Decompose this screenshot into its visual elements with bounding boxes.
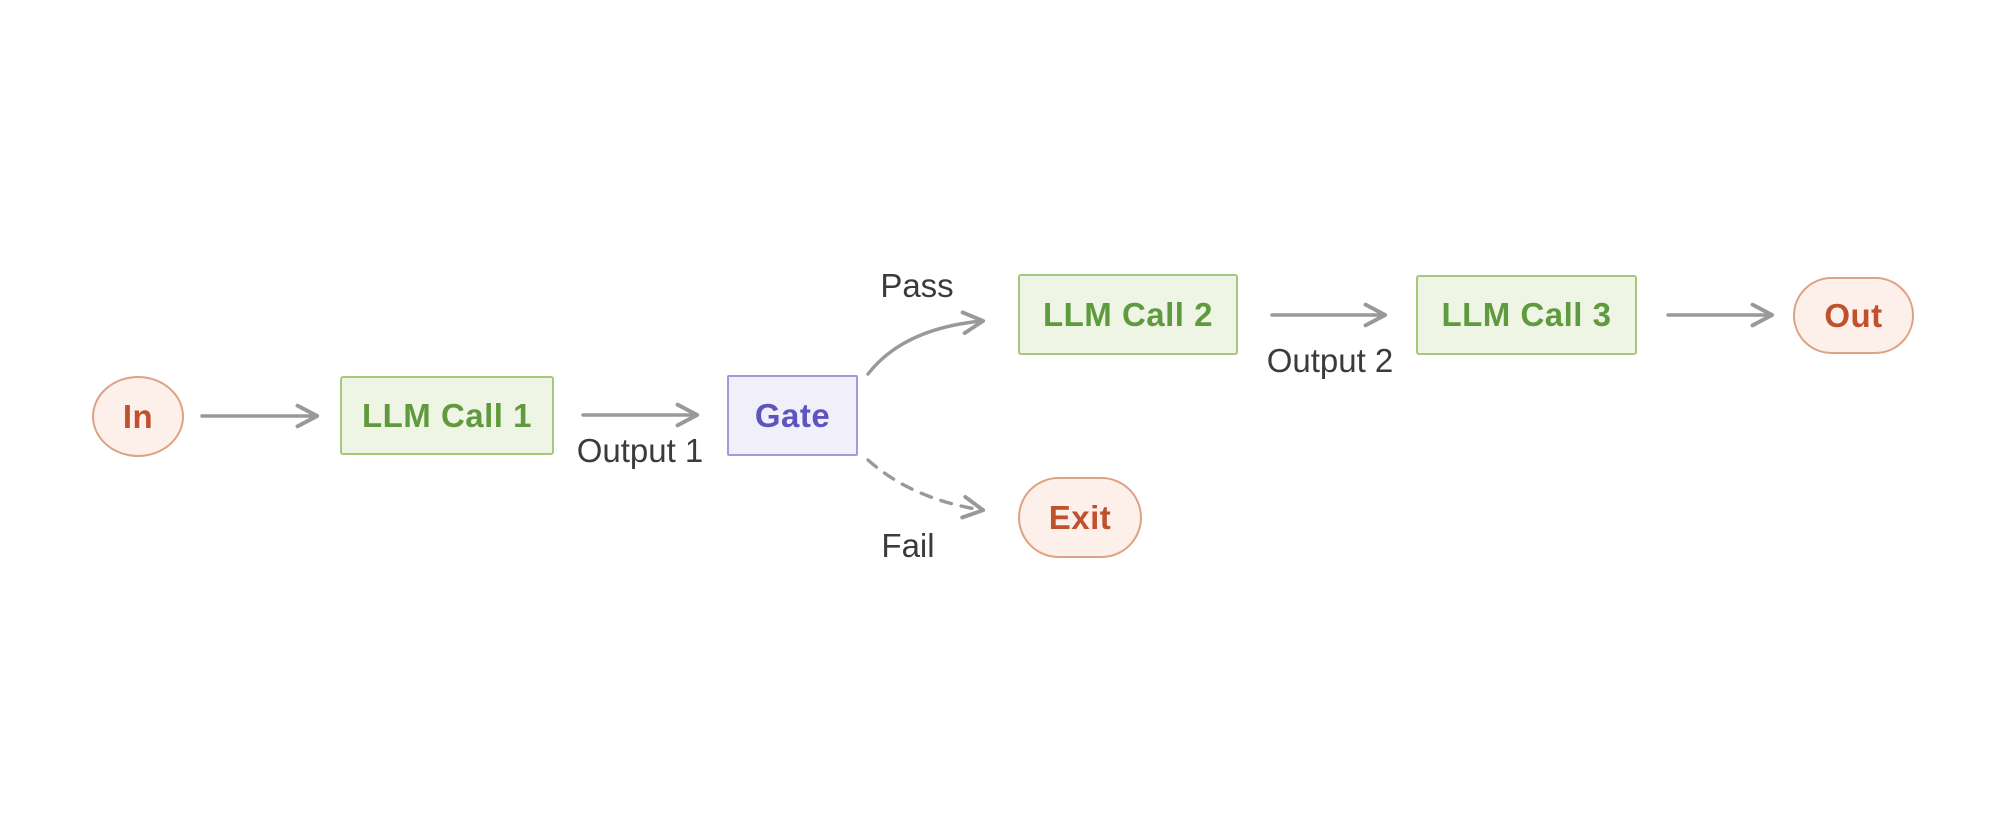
edge-label-pass: Pass — [880, 267, 954, 304]
edge-label-fail: Fail — [881, 527, 935, 564]
edge-label-output-2: Output 2 — [1266, 342, 1394, 379]
node-exit: Exit — [1018, 477, 1142, 558]
node-gate: Gate — [727, 375, 858, 456]
node-in: In — [92, 376, 184, 457]
node-exit-label: Exit — [1048, 498, 1112, 536]
node-in-label: In — [122, 397, 154, 435]
edge-label-output-1: Output 1 — [576, 432, 704, 469]
node-llm-call-1-label: LLM Call 1 — [361, 396, 533, 434]
node-llm-call-3: LLM Call 3 — [1416, 275, 1637, 355]
node-out: Out — [1793, 277, 1914, 354]
node-llm-call-2: LLM Call 2 — [1018, 274, 1238, 355]
node-out-label: Out — [1824, 296, 1883, 334]
node-llm-call-2-label: LLM Call 2 — [1042, 295, 1214, 333]
node-llm-call-1: LLM Call 1 — [340, 376, 554, 455]
node-llm-call-3-label: LLM Call 3 — [1441, 296, 1612, 333]
arrow-gate-fail-to-exit — [866, 458, 986, 520]
arrow-gate-pass-to-llm2 — [866, 310, 986, 376]
node-gate-label: Gate — [754, 396, 831, 434]
